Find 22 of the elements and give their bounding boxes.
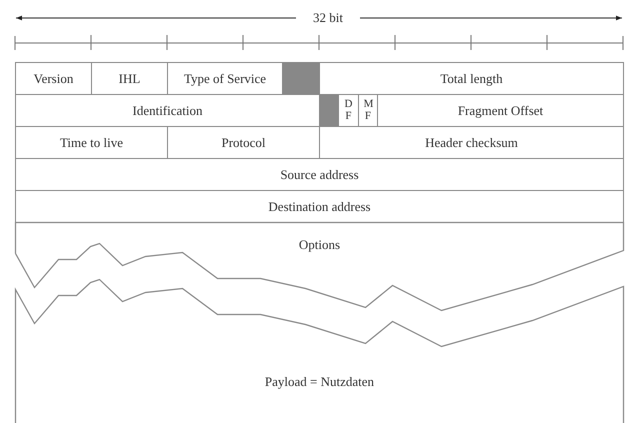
field-name: M F [364,98,372,122]
field-cell [15,190,624,223]
field-name: Time to live [60,136,124,150]
field-name: Version [34,72,74,86]
field-cell [15,62,92,95]
field-name: Type of Service [184,72,266,86]
field-name: Header checksum [425,136,518,150]
reserved-bit-box [319,94,339,127]
field-name: Identification [132,104,203,118]
field-name: Total length [440,72,503,86]
field-name: Protocol [221,136,266,150]
field-name: Destination address [268,200,371,214]
field-name: IHL [118,72,140,86]
field-name: Fragment Offset [458,104,544,118]
field-cell [15,158,624,191]
field-name: D F [344,98,353,122]
field-cell [319,62,624,95]
field-label: Options [298,238,340,252]
reserved-bit-box [282,62,320,95]
field-name: Source address [280,168,359,182]
field-label: Payload = Nutzdaten [264,375,374,389]
bit-width-label: 32 bit [313,11,343,25]
